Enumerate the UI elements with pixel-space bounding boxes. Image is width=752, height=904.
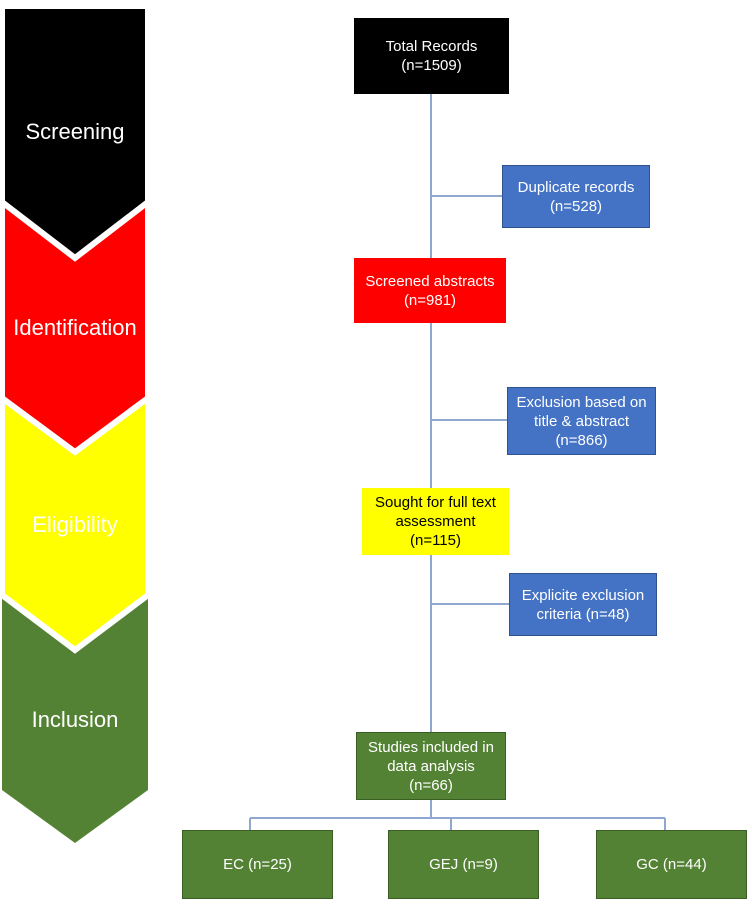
gc-box: GC (n=44) — [596, 830, 747, 899]
studies-included-count: (n=66) — [409, 776, 453, 794]
screened-abstracts-count: (n=981) — [403, 291, 457, 309]
full-text-assessment-line1: Sought for full text — [375, 494, 496, 511]
chevron-inclusion — [2, 595, 148, 843]
full-text-assessment-line2: assessment — [395, 513, 476, 530]
duplicate-records-count: (n=528) — [549, 197, 603, 215]
exclusion-title-abstract-line1: Exclusion based on — [516, 393, 647, 411]
stage-label-screening: Screening — [25, 119, 125, 144]
screened-abstracts-label: Screened abstracts — [365, 272, 495, 290]
gej-box: GEJ (n=9) — [388, 830, 539, 899]
studies-included-box: Studies included in data analysis (n=66) — [356, 732, 506, 800]
stage-chevrons — [0, 3, 151, 843]
stage-label-identification: Identification — [13, 315, 137, 340]
total-records-box: Total Records (n=1509) — [354, 18, 509, 94]
exclusion-title-abstract-box: Exclusion based on title & abstract (n=8… — [507, 387, 656, 455]
gc-label: GC (n=44) — [636, 856, 707, 873]
explicit-exclusion-line1: Explicite exclusion — [521, 586, 645, 604]
duplicate-records-label: Duplicate records — [517, 178, 635, 196]
duplicate-records-box: Duplicate records (n=528) — [502, 165, 650, 228]
stage-label-inclusion: Inclusion — [31, 707, 119, 732]
gej-label: GEJ (n=9) — [429, 856, 498, 873]
studies-included-line1: Studies included in — [368, 738, 494, 756]
total-records-count: (n=1509) — [401, 57, 462, 74]
full-text-assessment-box: Sought for full text assessment (n=115) — [362, 488, 509, 555]
stage-label-eligibility: Eligibility — [32, 512, 118, 537]
screened-abstracts-box: Screened abstracts (n=981) — [354, 258, 506, 323]
total-records-label: Total Records — [385, 38, 478, 55]
explicit-exclusion-box: Explicite exclusion criteria (n=48) — [509, 573, 657, 636]
chevron-screening — [0, 3, 151, 262]
studies-included-line2: data analysis — [387, 757, 475, 775]
exclusion-title-abstract-count: (n=866) — [555, 431, 608, 449]
full-text-assessment-count: (n=115) — [409, 532, 461, 549]
exclusion-title-abstract-line2: title & abstract — [533, 412, 630, 430]
explicit-exclusion-line2: criteria (n=48) — [536, 605, 630, 623]
ec-label: EC (n=25) — [223, 856, 292, 873]
ec-box: EC (n=25) — [182, 830, 333, 899]
